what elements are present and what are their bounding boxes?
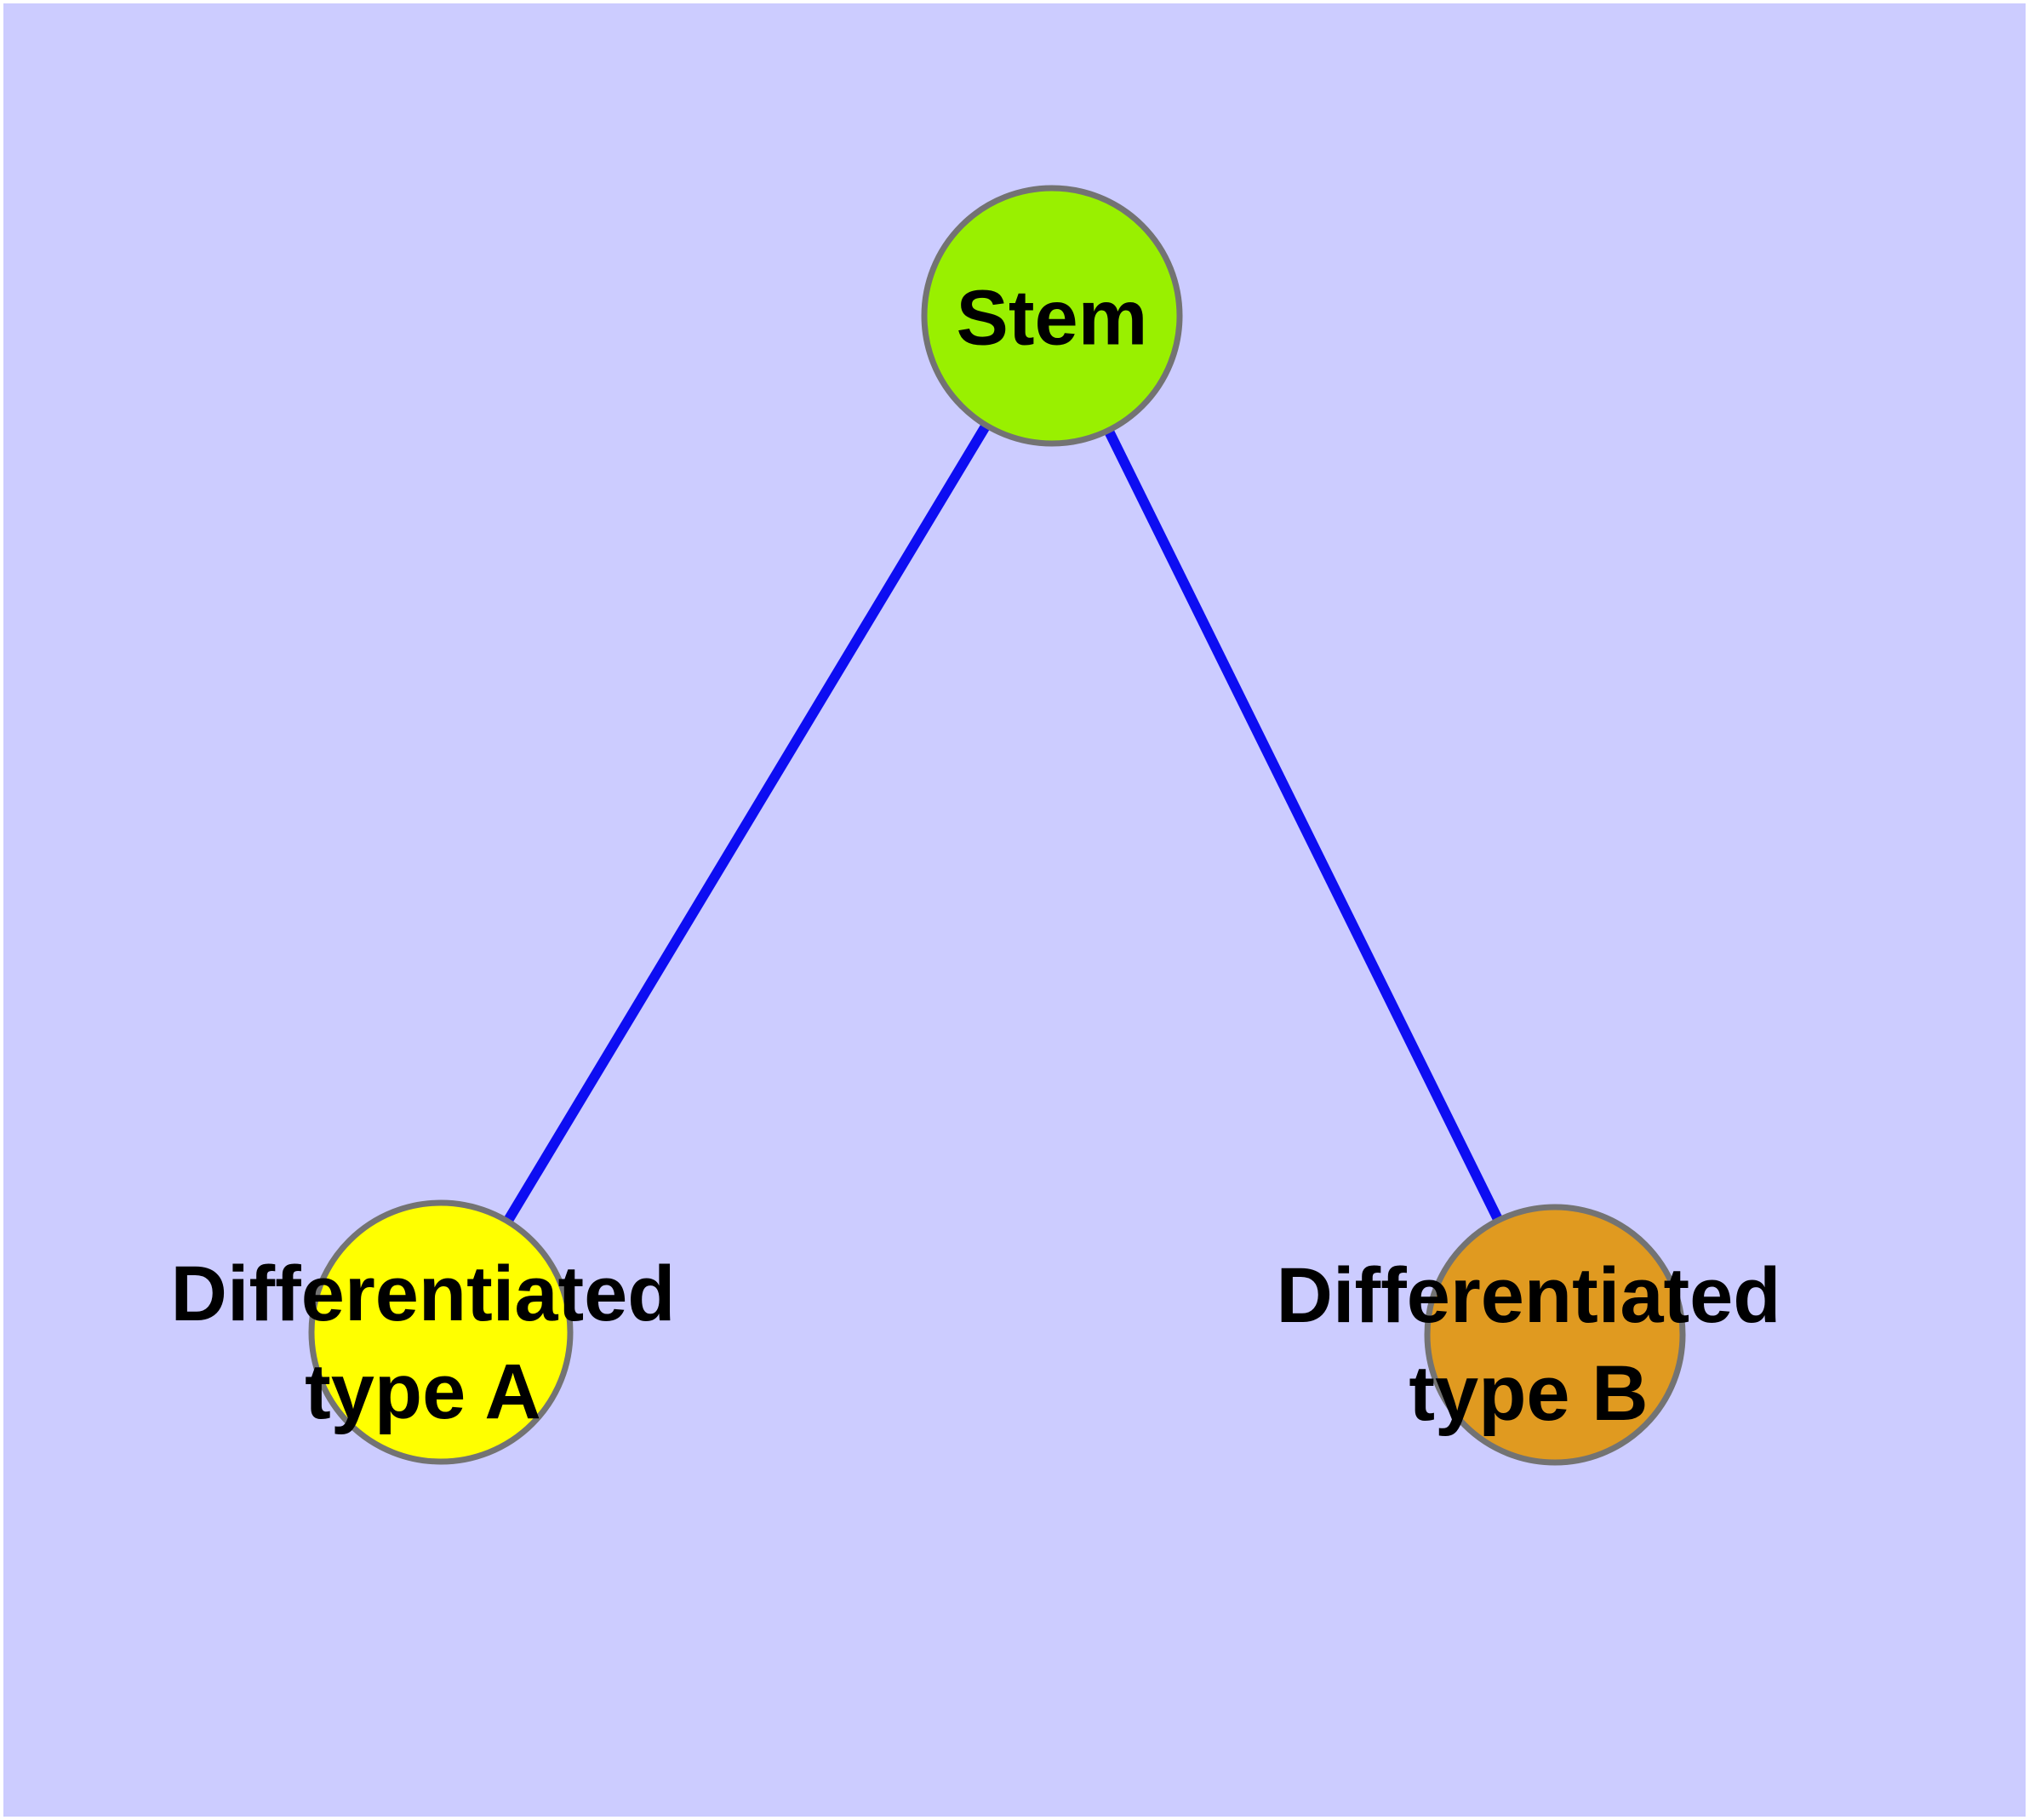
node-label-type-a-line1: Differentiated	[170, 1251, 676, 1337]
edge-stem-to-type-b	[1047, 313, 1560, 1337]
node-label-stem-line1: Stem	[956, 274, 1148, 362]
node-circle-stem	[921, 185, 1183, 447]
node-circle-differentiated-type-a	[308, 1199, 574, 1465]
node-label-differentiated-type-a: Differentiated type A	[171, 1245, 676, 1441]
edge-stem-to-type-a	[436, 312, 1057, 1336]
node-label-type-a-line2: type A	[305, 1348, 541, 1435]
node-label-type-b-line2: type B	[1409, 1350, 1649, 1437]
node-label-stem: Stem	[957, 270, 1148, 368]
node-circle-differentiated-type-b	[1424, 1204, 1686, 1466]
node-label-type-b-line1: Differentiated	[1276, 1252, 1781, 1339]
node-label-differentiated-type-b: Differentiated type B	[1277, 1247, 1781, 1443]
